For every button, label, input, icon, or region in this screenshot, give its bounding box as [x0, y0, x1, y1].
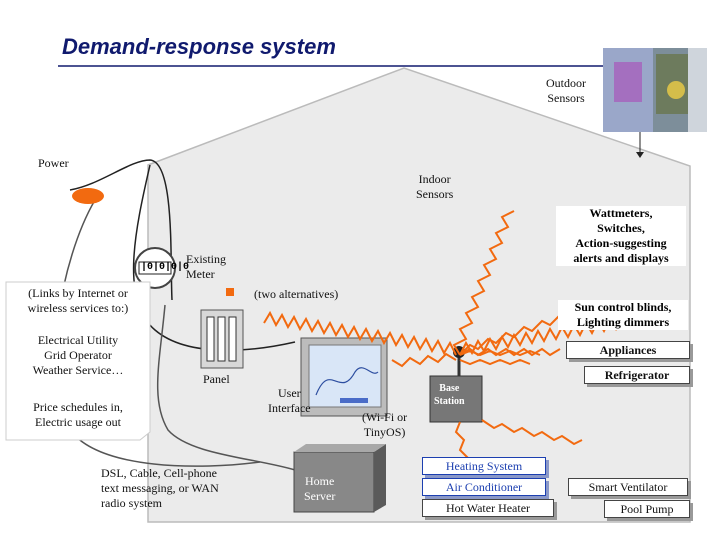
service-line	[156, 304, 296, 471]
indoor-sensors-label: Indoor Sensors	[416, 172, 454, 201]
hot-water-heater-box: Hot Water Heater	[422, 499, 554, 517]
outdoor-sensor-image	[603, 48, 707, 132]
scroll-prices-text: Price schedules in, Electric usage out	[33, 400, 123, 429]
user-interface-label: User Interface	[268, 386, 311, 415]
existing-meter-label: Existing Meter	[186, 252, 227, 281]
wave-meter	[263, 310, 457, 356]
wave-ui	[391, 352, 457, 368]
user-interface-screen	[300, 337, 388, 417]
wifi-label: (Wi-Fi or TinyOS)	[362, 410, 408, 439]
page-title: Demand-response system	[62, 34, 336, 59]
air-conditioner-box: Air Conditioner	[422, 478, 546, 496]
wave-heating	[454, 421, 469, 459]
wave-ventilator	[481, 419, 583, 446]
refrigerator-box: Refrigerator	[584, 366, 690, 384]
wave-appliances	[459, 349, 541, 357]
meter-digits: |0|0|0|0	[141, 262, 190, 273]
appliances-box: Appliances	[566, 341, 690, 359]
heating-system-box: Heating System	[422, 457, 546, 475]
two-alternatives-label: (two alternatives)	[254, 287, 339, 301]
wattmeters-note: Wattmeters, Switches, Action-suggesting …	[556, 206, 686, 266]
meter-junction	[226, 288, 234, 296]
sun-control-note: Sun control blinds, Lighting dimmers	[558, 300, 688, 330]
base-station-label: Base Station	[434, 383, 465, 407]
scroll-links-text: (Links by Internet or wireless services …	[27, 286, 129, 315]
scroll-services-text: Electrical Utility Grid Operator Weather…	[32, 333, 124, 377]
power-label: Power	[38, 156, 69, 170]
wave-indoor	[452, 210, 515, 356]
pool-pump-box: Pool Pump	[604, 500, 690, 518]
wave-refrigerator	[459, 358, 531, 366]
power-connector	[72, 188, 104, 204]
smart-ventilator-box: Smart Ventilator	[568, 478, 688, 496]
dsl-label: DSL, Cable, Cell-phone text messaging, o…	[101, 466, 219, 510]
scroll-note-bg	[5, 281, 151, 441]
home-server-label: Home Server	[304, 474, 336, 503]
panel-label: Panel	[203, 372, 230, 386]
home-server-box	[293, 444, 386, 513]
power-line-2	[132, 164, 296, 351]
panel-box	[200, 309, 244, 369]
outdoor-sensors-label: Outdoor Sensors	[546, 76, 586, 105]
house-outline	[147, 67, 691, 523]
